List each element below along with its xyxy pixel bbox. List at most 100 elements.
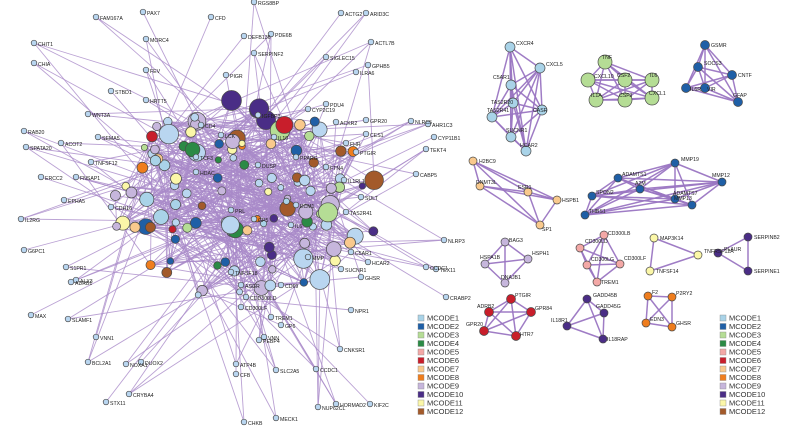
node-label-serpine1: SERPINE1 — [754, 269, 780, 275]
edge — [145, 120, 412, 227]
network-node — [613, 173, 623, 183]
network-node — [255, 336, 263, 344]
edge — [33, 42, 243, 147]
node-label-cxcr4: CXCR4 — [516, 41, 534, 47]
network-node — [94, 133, 102, 141]
node-label-nlrc5: NLRC5 — [415, 120, 432, 126]
node-label-h2bc9: H2BC9 — [479, 159, 496, 165]
network-node — [192, 153, 200, 161]
edge — [195, 221, 308, 224]
network-node — [743, 266, 753, 276]
node-label-ackr2: ACKR2 — [340, 121, 357, 127]
edge — [194, 116, 309, 258]
network-node — [308, 157, 319, 168]
network-node — [713, 248, 723, 258]
network-node — [312, 365, 320, 373]
edge — [604, 61, 653, 81]
legend-label: MCODE12 — [427, 407, 463, 416]
network-node — [197, 121, 205, 129]
network-node — [242, 225, 253, 236]
node-label-c5ar1: C5AR1 — [355, 251, 372, 257]
node-label-pax7: PAX7 — [147, 11, 160, 17]
network-node — [358, 182, 366, 190]
legend-swatch — [719, 374, 727, 381]
network-node — [304, 253, 312, 261]
edge — [639, 162, 676, 190]
node-label-rgs8bp: RGS8BP — [258, 1, 280, 7]
legend-label: MCODE8 — [729, 373, 761, 382]
network-node — [480, 259, 490, 269]
network-node — [153, 209, 169, 225]
legend-label: MCODE1 — [729, 314, 761, 323]
edge — [674, 162, 723, 183]
edge — [279, 130, 341, 350]
network-node — [670, 194, 680, 204]
network-node — [364, 170, 384, 190]
legend-label: MCODE6 — [427, 356, 459, 365]
node-label-cdd300ld: CDD300LD — [250, 296, 277, 302]
node-label-nup62cl: NUP62CL — [322, 406, 345, 412]
edge — [234, 229, 277, 371]
edge — [484, 258, 529, 265]
edge — [510, 84, 543, 111]
legend-label: MCODE10 — [729, 390, 765, 399]
edge — [697, 66, 733, 76]
edge — [584, 188, 641, 216]
node-label-pebp4: PEBP4 — [263, 339, 280, 345]
edge — [128, 269, 273, 395]
edge — [25, 146, 332, 189]
edge — [235, 150, 342, 365]
network-node — [125, 390, 133, 398]
network-node — [505, 79, 517, 91]
network-node — [507, 97, 519, 109]
edge — [591, 177, 619, 197]
network-node — [336, 345, 344, 353]
network-node — [30, 59, 38, 67]
node-label-gp6: GP6 — [285, 324, 295, 330]
edge — [653, 237, 699, 256]
node-label-ghsr: GHSR — [365, 276, 380, 282]
node-label-hspa1b: HSPA1B — [480, 255, 501, 261]
edge — [125, 185, 187, 194]
network-node — [272, 366, 280, 374]
node-label-slc2a5: SLC2A5 — [280, 369, 299, 375]
network-node — [249, 98, 269, 119]
edge — [704, 44, 739, 103]
network-node — [364, 258, 372, 266]
edge — [704, 74, 733, 89]
network-node — [207, 13, 215, 21]
legend-swatch — [719, 382, 727, 390]
network-node — [260, 220, 268, 228]
network-node — [140, 144, 148, 151]
legend-label: MCODE4 — [427, 339, 459, 348]
edge — [268, 179, 375, 193]
node-label-hdac: HDAC — [200, 171, 215, 177]
edge — [271, 177, 292, 226]
network-node — [325, 182, 337, 194]
network-node — [643, 291, 653, 301]
node-label-tas2r41: TAS2R41 — [487, 108, 509, 114]
node-label-dnmt3l: DNMT3L — [476, 180, 497, 186]
edge — [339, 178, 445, 241]
network-node — [500, 237, 510, 247]
node-label-cd300ld: CD300LD — [585, 239, 608, 245]
edge — [509, 46, 527, 152]
network-node — [292, 153, 300, 161]
legend-swatch — [719, 323, 727, 330]
legend-label: MCODE2 — [427, 322, 459, 331]
legend-swatch — [417, 357, 425, 364]
node-label-cd300lb: CD300LB — [608, 231, 631, 237]
network-node — [64, 315, 72, 323]
edge — [484, 263, 506, 284]
network-node — [150, 144, 160, 155]
node-label-mmp: MMP — [312, 256, 325, 262]
node-label-dusp: DUSP — [262, 164, 277, 170]
edge — [649, 254, 699, 272]
legend-swatch — [417, 391, 425, 398]
node-label-vnn: VNN — [268, 336, 279, 342]
node-label-max: MAX — [35, 314, 47, 320]
network-node — [220, 257, 230, 267]
network-node — [212, 173, 223, 183]
network-node — [681, 83, 691, 93]
